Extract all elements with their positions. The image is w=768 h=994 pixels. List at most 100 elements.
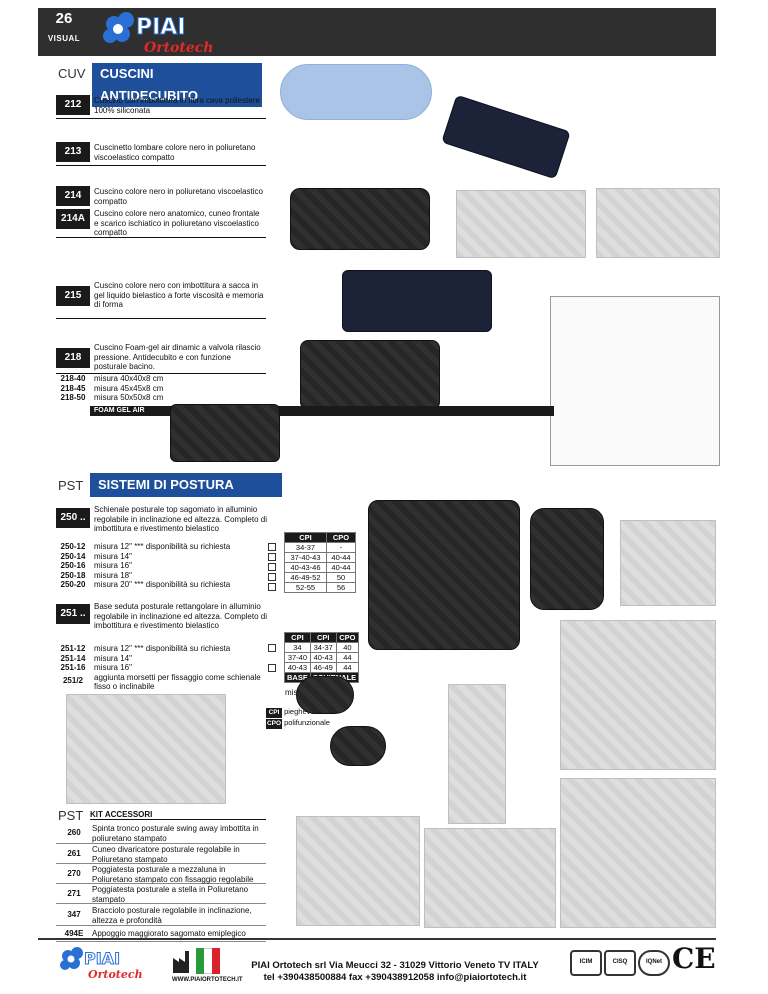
list-item: 271 Poggiatesta posturale a stella in Po… <box>56 884 266 904</box>
order-checkbox[interactable] <box>268 573 276 581</box>
descs-250: misura 12" *** disponibilità su richiest… <box>94 542 262 590</box>
row-desc: aggiunta morsetti per fissaggio come sch… <box>94 672 261 692</box>
acc-desc: Bracciolo posturale regolabile in inclin… <box>92 906 252 925</box>
divider <box>56 165 266 166</box>
list-item: 347 Bracciolo posturale regolabile in in… <box>56 904 266 926</box>
code-214a: 214A <box>56 209 90 229</box>
table-cell: 40-44 <box>326 562 356 573</box>
order-checkbox[interactable] <box>268 543 276 551</box>
table-cell: 40-44 <box>326 552 356 563</box>
code-218-40: 218-40 <box>60 374 86 383</box>
row-desc: misura 16" <box>94 561 132 570</box>
pressure-map-figure <box>550 296 720 466</box>
product-photo-214 <box>290 188 430 250</box>
row-code: 251-12 <box>60 644 86 653</box>
size-desc: misura 40x40x8 cm <box>94 374 164 383</box>
product-photo-270 <box>296 676 354 714</box>
table-cell: 56 <box>326 582 356 593</box>
table-cell: 37-40 <box>284 652 311 663</box>
table-header: CPO <box>326 532 356 543</box>
row-desc: misura 12" *** disponibilità su richiest… <box>94 644 231 653</box>
desc-212: Cuscino con imbottitura in fibra cava po… <box>94 96 260 115</box>
cuv-section-title: CUSCINI ANTIDECUBITO <box>92 63 262 107</box>
product-photo-backrest-frame <box>620 520 716 606</box>
cert-iqnet-icon: IQNet <box>638 950 670 976</box>
table-cell: 50 <box>326 572 356 583</box>
list-item: 494E Appoggio maggiorato sagomato emiple… <box>56 926 266 942</box>
product-photo-214a-left <box>456 190 586 258</box>
order-checkbox[interactable] <box>268 664 276 672</box>
table-cell: 44 <box>335 652 360 663</box>
legend-desc: pieghevole <box>284 707 321 716</box>
acc-desc: Spinta tronco posturale swing away imbot… <box>92 824 259 843</box>
product-photo-wheelchair <box>66 694 226 804</box>
legend-code: CPI <box>266 708 282 718</box>
product-photo-posture-chair <box>560 620 716 770</box>
product-photo-posture-chair-blue <box>560 778 716 928</box>
order-checkbox[interactable] <box>268 553 276 561</box>
checkboxes-250 <box>268 543 276 591</box>
divider <box>56 318 266 319</box>
size-codes-218: 218-40 218-45 218-50 <box>56 374 90 403</box>
product-photo-214a-right <box>596 188 720 258</box>
table-cell: 40 <box>335 642 360 653</box>
row-code: 251/2 <box>62 675 84 685</box>
code-214: 214 <box>56 186 90 206</box>
foam-gel-air-band: FOAM GEL AIR <box>90 406 554 416</box>
footer-divider <box>38 938 716 940</box>
desc-214a: Cuscino colore nero anatomico, cuneo fro… <box>94 209 260 237</box>
code-251: 251 .. <box>56 604 90 624</box>
desc-214: Cuscino colore nero in poliuretano visco… <box>94 187 263 206</box>
code-250: 250 .. <box>56 508 90 528</box>
table-cell: 37-40-43 <box>284 552 327 563</box>
size-descs-218: misura 40x40x8 cm misura 45x45x8 cm misu… <box>94 374 266 403</box>
table-cell: 40-43-46 <box>284 562 327 573</box>
list-item: 261 Cuneo divaricatore posturale regolab… <box>56 844 266 864</box>
product-photo-215 <box>342 270 492 332</box>
row-code: 250-16 <box>60 561 86 571</box>
order-checkbox[interactable] <box>268 563 276 571</box>
pst-section-title: SISTEMI DI POSTURA <box>90 473 282 497</box>
row-desc: misura 18" <box>94 570 132 580</box>
order-checkbox[interactable] <box>268 644 276 652</box>
table-cell: 34-37 <box>309 642 337 653</box>
acc-section-title: KIT ACCESSORI <box>90 810 266 820</box>
acc-code: 494E <box>64 929 84 938</box>
footer-logo-icon: PIAI Ortotech <box>60 947 143 981</box>
row-desc: misura 14" <box>94 653 132 663</box>
table-cell: 44 <box>335 662 360 673</box>
acc-desc: Appoggio maggiorato sagomato emiplegico <box>92 929 246 938</box>
table-header: CPI <box>284 532 327 543</box>
footer-website[interactable]: WWW.PIAIORTOTECH.IT <box>172 977 243 983</box>
acc-code: 347 <box>67 910 81 919</box>
row-code: 251-16 <box>60 663 86 673</box>
size-desc: misura 45x45x8 cm <box>94 383 164 393</box>
product-photo-494e <box>424 828 556 928</box>
row-desc: misura 16" <box>94 663 132 672</box>
cert-cisq-icon: CISQ <box>604 950 636 976</box>
product-photo-347 <box>448 684 506 824</box>
footer-address: PIAI Ortotech srl Via Meucci 32 - 31029 … <box>251 960 539 971</box>
cuv-section-code: CUV <box>58 66 86 81</box>
product-photo-213 <box>441 94 571 180</box>
row-desc: misura 14" <box>94 551 132 561</box>
desc-250: Schienale posturale top sagomato in allu… <box>94 505 267 533</box>
svg-text:Ortotech: Ortotech <box>88 968 143 981</box>
product-photo-212 <box>280 64 432 120</box>
cert-icim-icon: ICIM <box>570 950 602 976</box>
descs-251: misura 12" *** disponibilità su richiest… <box>94 644 264 692</box>
svg-text:PIAI: PIAI <box>84 949 120 968</box>
order-checkbox[interactable] <box>268 583 276 591</box>
checkboxes-251 <box>268 644 276 672</box>
row-code: 250-12 <box>60 542 86 551</box>
acc-desc: Poggiatesta posturale a stella in Poliur… <box>92 885 249 904</box>
divider <box>56 118 266 119</box>
code-213: 213 <box>56 142 90 162</box>
product-photo-218 <box>300 340 440 410</box>
pst-section-code: PST <box>58 478 84 493</box>
row-code: 250-20 <box>60 580 86 590</box>
product-photo-250 <box>368 500 520 650</box>
logo-flower-icon: PIAI Ortotech <box>103 12 213 56</box>
product-photo-260 <box>296 816 420 926</box>
svg-text:PIAI: PIAI <box>136 15 186 40</box>
